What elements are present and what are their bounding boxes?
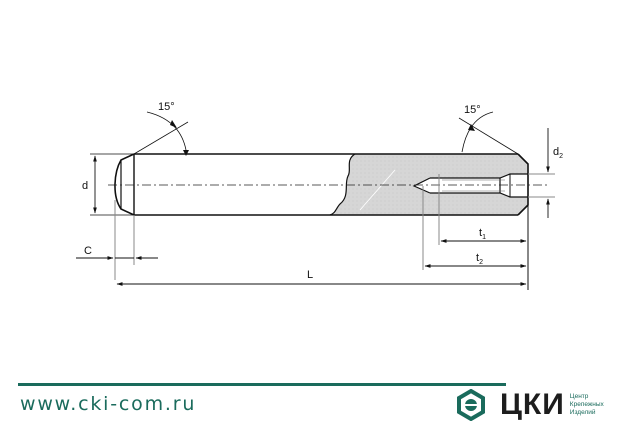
label-angle-left: 15° <box>158 101 175 113</box>
angle-left: 15° <box>133 101 189 156</box>
label-d2: d2 <box>553 146 563 160</box>
angle-right: 15° <box>458 104 519 155</box>
website-link[interactable]: www.cki-com.ru <box>20 393 197 415</box>
brand-name: ЦКИ <box>500 388 565 421</box>
label-t2: t2 <box>476 252 483 266</box>
dimension-t1: t1 <box>438 174 529 290</box>
brand-block: ЦКИ Центр Крепежных Изделий <box>456 388 604 422</box>
label-d: d <box>82 180 88 192</box>
dimension-c: C <box>76 200 158 280</box>
pin-outline <box>114 153 529 216</box>
dimension-t2: t2 <box>422 186 527 270</box>
dowel-pin-drawing: d C 15° 15° d2 t1 <box>76 101 563 290</box>
label-angle-right: 15° <box>464 104 481 116</box>
tagline-line-1: Центр <box>569 393 589 400</box>
dimension-d: d <box>82 153 134 216</box>
tagline-line-2: Крепежных <box>569 401 604 408</box>
label-l: L <box>307 269 313 281</box>
hexagon-logo-icon <box>457 389 485 421</box>
tagline-line-3: Изделий <box>569 409 596 416</box>
footer-divider <box>18 383 506 386</box>
section-area <box>330 154 528 215</box>
brand-tagline: Центр Крепежных Изделий <box>570 393 604 417</box>
label-c: C <box>84 245 92 257</box>
dimension-l: L <box>116 269 527 286</box>
dimension-d2: d2 <box>528 128 563 218</box>
label-t1: t1 <box>479 227 486 241</box>
